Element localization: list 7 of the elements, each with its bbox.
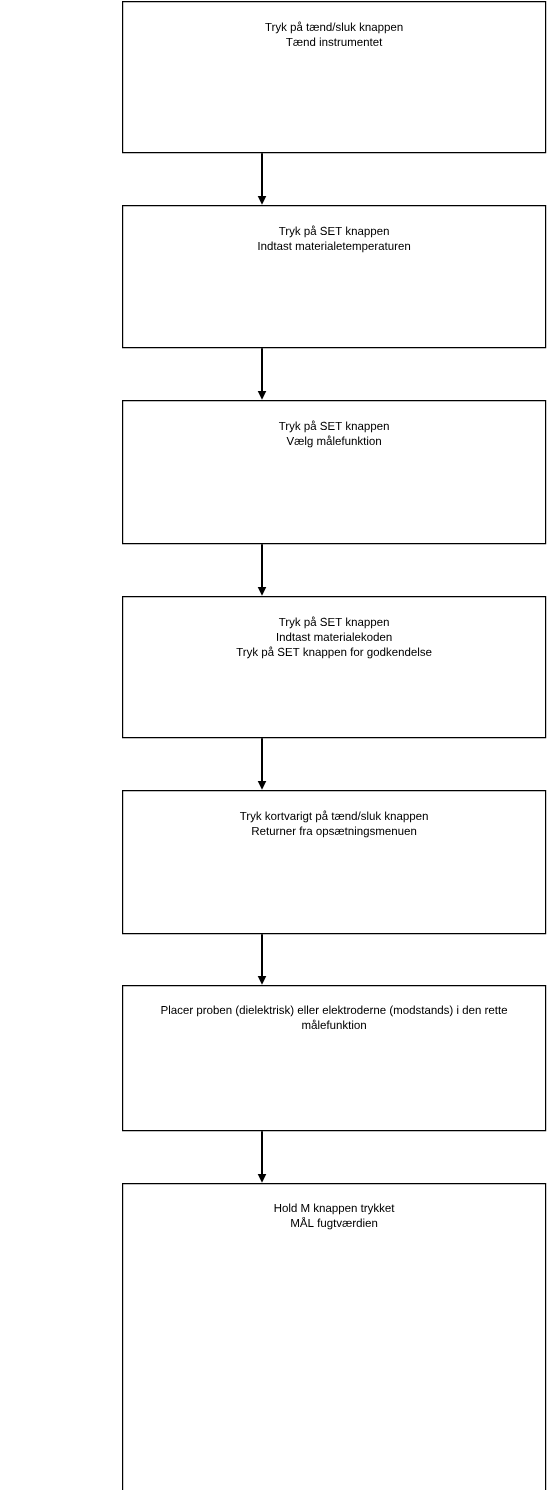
process-box: Tryk på tænd/sluk knappen Tænd instrumentet (122, 1, 547, 154)
process-box: Tryk kortvarigt på tænd/sluk knappen Returner fra opsætningsmenuen (122, 790, 547, 935)
process-box: Tryk på SET knappen Indtast materialekoden Tryk på SET knappen for godkendelse (122, 596, 547, 739)
process-box: Placer proben (dielektrisk) eller elektroderne (modstands) i den rette målefunktion (122, 985, 547, 1132)
process-box: Tryk på SET knappen Vælg målefunktion (122, 400, 547, 545)
process-box: Tryk på SET knappen Indtast materialetemperaturen (122, 205, 547, 349)
process-box: Hold M knappen trykket MÅL fugtværdien (122, 1183, 547, 1490)
